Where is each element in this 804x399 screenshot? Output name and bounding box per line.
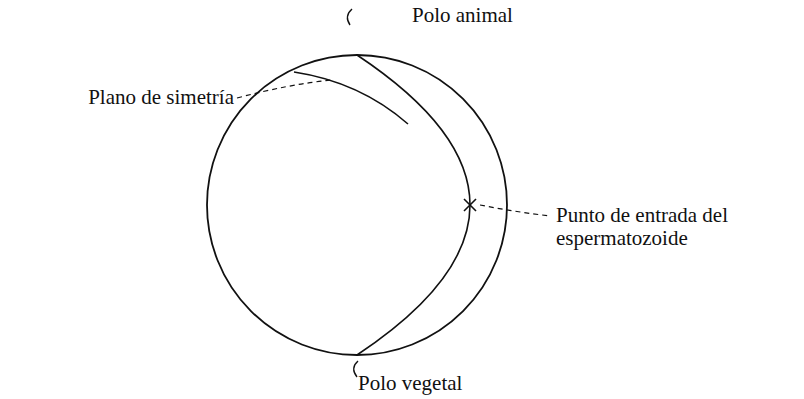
leader-line [480, 205, 551, 216]
symmetry-plane-line [294, 72, 408, 124]
pole-tick [354, 361, 358, 377]
leader-line [237, 80, 332, 98]
pole-tick [347, 9, 352, 25]
part-label: Polo vegetal [358, 372, 462, 395]
part-label: Punto de entrada del espermatozoide [556, 204, 734, 250]
part-label: Polo animal [412, 4, 513, 27]
sperm-entry-mark [464, 199, 476, 211]
part-label: Plano de simetría [88, 86, 234, 109]
egg-outline [207, 55, 507, 355]
